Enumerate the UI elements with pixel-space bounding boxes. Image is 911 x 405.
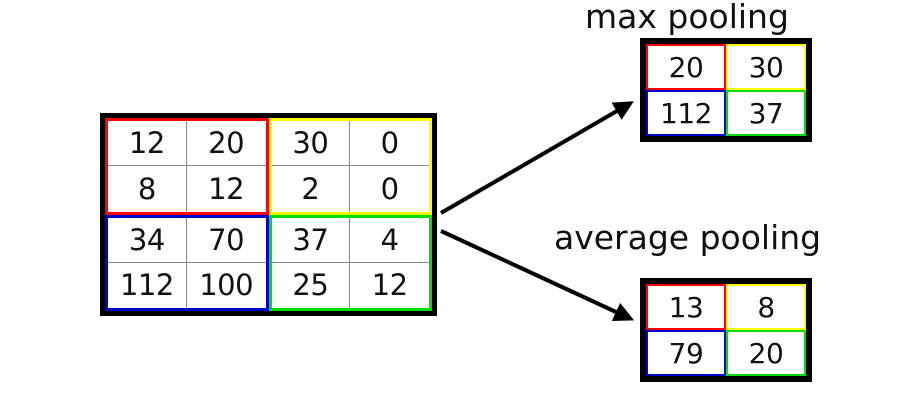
input-cell: 112 [108,262,187,308]
input-cell: 0 [350,121,429,167]
input-feature-map: 12 20 8 12 30 0 2 0 34 70 112 100 37 4 2… [100,113,437,316]
average-pooling-cell: 13 [646,284,726,330]
input-quadrant-top-left: 12 20 8 12 [105,118,269,215]
input-quadrant-top-right: 30 0 2 0 [268,118,432,215]
input-cell: 37 [271,217,351,263]
max-pooling-cell: 37 [726,90,806,136]
input-cell: 8 [108,166,187,212]
input-cell: 30 [271,121,351,167]
input-quadrant-bottom-left: 34 70 112 100 [105,214,269,311]
max-pooling-cell: 30 [726,44,806,90]
average-pooling-cell: 79 [646,330,726,376]
max-pooling-title: max pooling [585,0,789,36]
average-pooling-cell: 20 [726,330,806,376]
input-cell: 70 [186,218,266,263]
input-cell: 12 [108,121,187,167]
average-pooling-title: average pooling [554,218,822,257]
max-pooling-cell: 20 [646,44,726,90]
input-cell: 12 [208,171,245,206]
input-quadrant-bottom-right: 37 4 25 12 [268,214,432,311]
input-cell: 20 [186,121,266,167]
arrow-to-max-pooling [439,101,634,215]
input-cell: 25 [272,262,351,308]
average-pooling-output: 13 8 79 20 [640,278,812,382]
input-cell: 0 [380,171,399,206]
max-pooling-output: 20 30 112 37 [640,38,812,142]
max-pooling-cell: 112 [646,90,726,136]
input-cell: 4 [350,218,429,263]
input-cell: 12 [371,268,408,303]
input-cell: 34 [108,217,187,263]
input-cell: 100 [199,268,254,303]
average-pooling-cell: 8 [726,284,806,330]
input-cell: 2 [272,166,351,212]
